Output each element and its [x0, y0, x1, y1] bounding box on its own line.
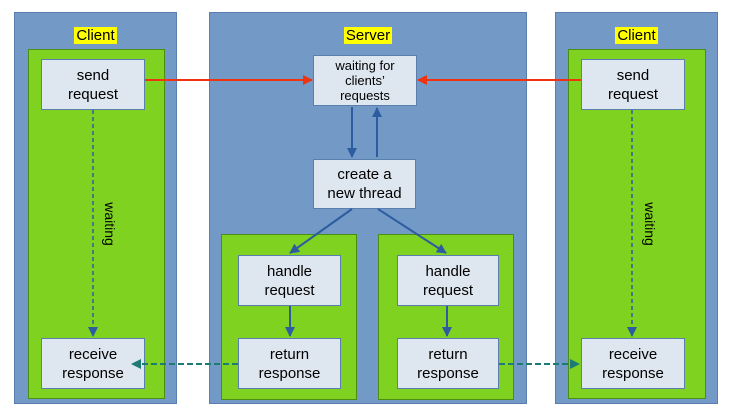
right-return-response-box: return response — [397, 338, 499, 389]
right-receive-response-box: receive response — [581, 338, 685, 389]
waiting-for-requests-box: waiting for clients’ requests — [313, 55, 417, 106]
right-handle-request-box: handle request — [397, 255, 499, 306]
server-title: Server — [343, 27, 393, 44]
left-receive-response-box: receive response — [41, 338, 145, 389]
right-send-request-box: send request — [581, 59, 685, 110]
right-waiting-label: waiting — [642, 202, 658, 246]
left-handle-request-box: handle request — [238, 255, 341, 306]
left-send-request-box: send request — [41, 59, 145, 110]
left-client-title: Client — [74, 27, 117, 44]
right-client-title: Client — [615, 27, 658, 44]
left-return-response-box: return response — [238, 338, 341, 389]
left-waiting-label: waiting — [102, 202, 118, 246]
create-thread-box: create a new thread — [313, 159, 416, 209]
